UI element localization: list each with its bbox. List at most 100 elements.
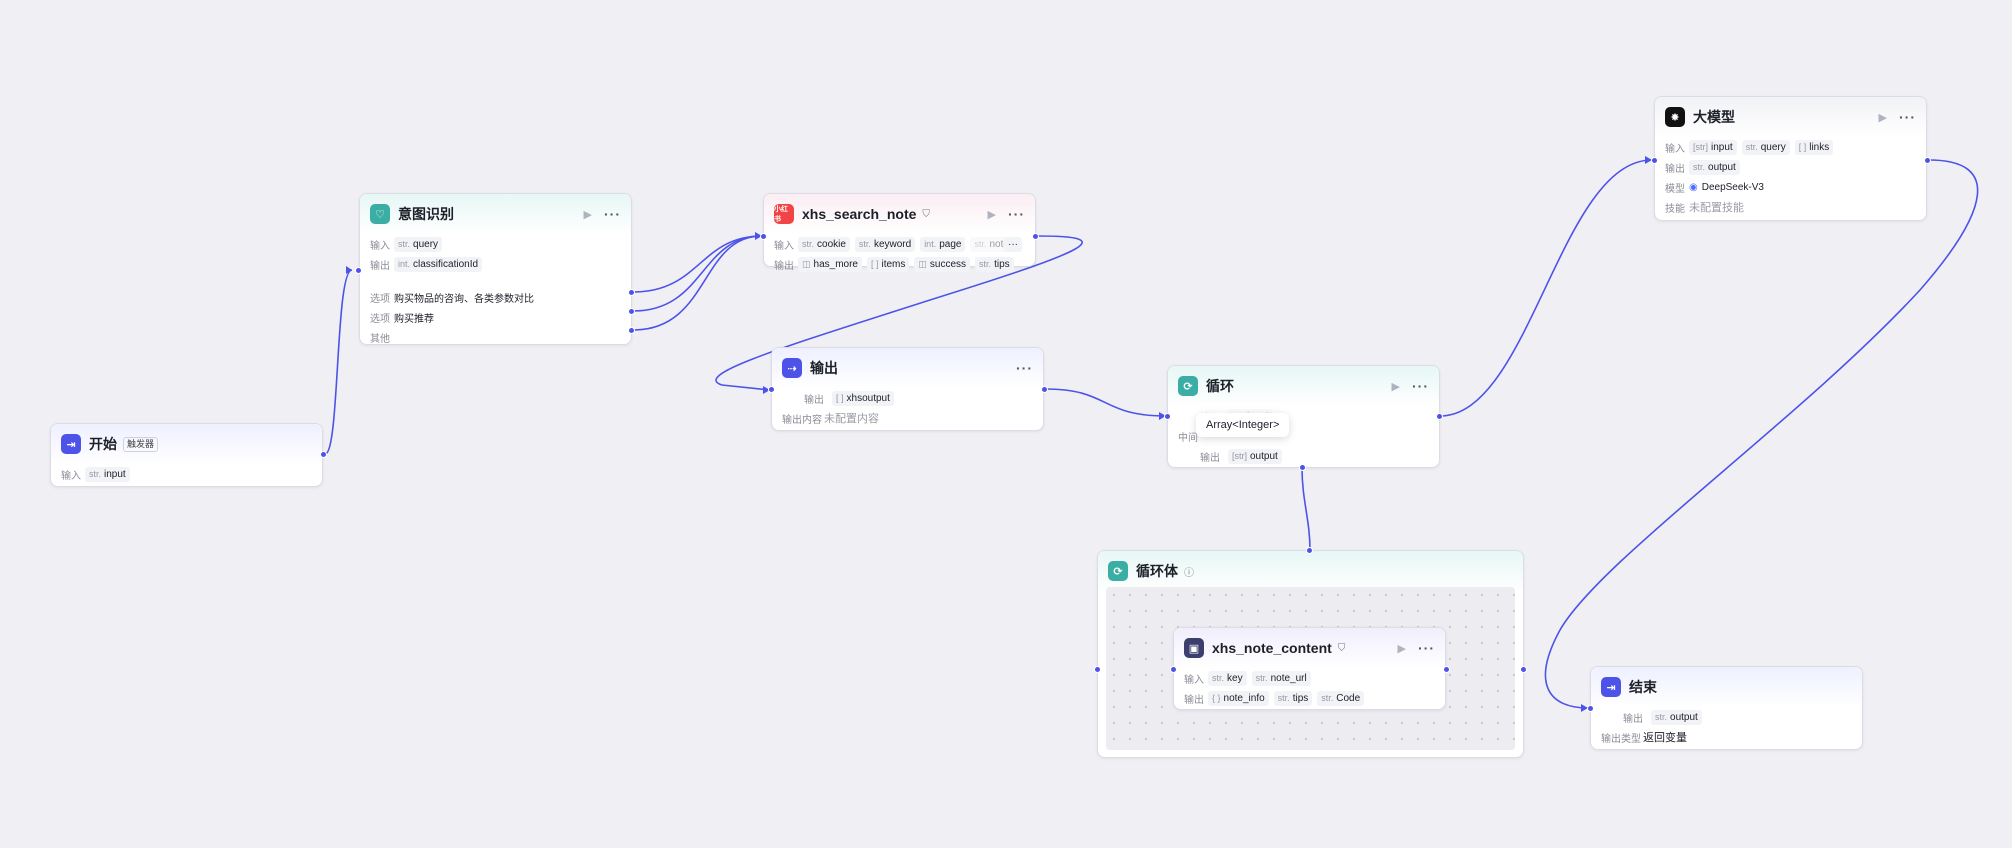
note-content-node[interactable]: ▣ xhs_note_content ⛉ ▶ ··· 输入 str.key st…	[1173, 627, 1446, 710]
variable-tag: str.output	[1651, 709, 1702, 725]
intent-input-port[interactable]	[355, 267, 362, 274]
intent-option1-port[interactable]	[628, 289, 635, 296]
output-row: 输出 [str]output	[1168, 446, 1439, 466]
input-row: 输入 [str]input str.query [ ]links	[1655, 137, 1926, 157]
more-icon[interactable]: ···	[1412, 378, 1429, 394]
llm-node[interactable]: ✸ 大模型 ▶ ··· 输入 [str]input str.query [ ]l…	[1654, 96, 1927, 221]
variable-tag: str.tips	[975, 256, 1014, 272]
output-row: 输出 int.classificationId	[360, 254, 631, 274]
start-icon: ⇥	[61, 434, 81, 454]
output-input-port[interactable]	[768, 386, 775, 393]
variable-tag: str.Code	[1317, 690, 1365, 706]
output-output-port[interactable]	[1041, 386, 1048, 393]
loop-output-port[interactable]	[1436, 413, 1443, 420]
edge-llm-end	[1544, 159, 1979, 709]
variable-tag: str.key	[1208, 670, 1247, 686]
edge-start-intent	[324, 269, 353, 455]
variable-tag: [str]output	[1228, 448, 1282, 464]
search-output-port[interactable]	[1032, 233, 1039, 240]
variable-tag: str.cookie	[798, 236, 850, 252]
intent-option2-port[interactable]	[628, 308, 635, 315]
llm-output-port[interactable]	[1924, 157, 1931, 164]
output-icon: ⇢	[782, 358, 802, 378]
content-row: 输出内容 未配置内容	[782, 413, 879, 426]
more-inputs-button[interactable]: ···	[1004, 236, 1022, 252]
note-content-input-port[interactable]	[1170, 666, 1177, 673]
play-icon[interactable]: ▶	[987, 208, 996, 221]
variable-tag: [ ]xhsoutput	[832, 390, 894, 406]
xiaohongshu-icon: 小红书	[774, 204, 794, 224]
model-row: 模型 ◉ DeepSeek-V3	[1665, 181, 1764, 195]
trigger-badge: 触发器	[123, 436, 159, 452]
variable-tag: ◫has_more	[798, 256, 862, 272]
node-title: 意图识别	[398, 206, 454, 222]
loop-body-top-port[interactable]	[1306, 547, 1313, 554]
loop-input-port[interactable]	[1164, 413, 1171, 420]
output-node[interactable]: ⇢ 输出 ··· 输出 [ ]xhsoutput 输出内容 未配置内容	[771, 347, 1044, 431]
llm-input-port[interactable]	[1651, 157, 1658, 164]
variable-tag: str.keyword	[854, 236, 916, 252]
option-row: 选项 购买推荐	[370, 313, 434, 325]
variable-tag: int.page	[920, 236, 966, 252]
node-title: 循环	[1206, 378, 1234, 394]
more-icon[interactable]: ···	[1899, 109, 1916, 125]
end-input-port[interactable]	[1587, 705, 1594, 712]
edge-intent-option2-search	[632, 235, 763, 312]
more-icon[interactable]: ···	[604, 206, 621, 222]
node-title: 输出	[810, 360, 838, 376]
mid-row: 中间	[1178, 432, 1198, 444]
output-row: 输出 str.output	[1591, 707, 1862, 727]
edge-loop-body	[1301, 467, 1311, 551]
search-note-node[interactable]: 小红书 xhs_search_note ⛉ ▶ ··· 输入 str.cooki…	[763, 193, 1036, 272]
loop-body-icon: ⟳	[1108, 561, 1128, 581]
node-title: xhs_search_note	[802, 206, 917, 222]
deepseek-icon: ◉	[1689, 181, 1698, 193]
node-title: 结束	[1629, 679, 1657, 695]
end-node[interactable]: ⇥ 结束 输出 str.output 输出类型 返回变量	[1590, 666, 1863, 750]
input-row: 输入 str.key str.note_url	[1174, 668, 1445, 688]
end-icon: ⇥	[1601, 677, 1621, 697]
edge-output-loop	[1044, 388, 1167, 417]
variable-tag: str.input	[85, 466, 130, 482]
option-row: 选项 购买物品的咨询、各类参数对比	[370, 293, 534, 305]
other-row: 其他	[370, 333, 390, 345]
verified-icon: ⛉	[1337, 642, 1346, 654]
variable-tag: { }note_info	[1208, 690, 1269, 706]
loop-body-left-port[interactable]	[1094, 666, 1101, 673]
type-row: 输出类型 返回变量	[1601, 732, 1687, 745]
search-input-port[interactable]	[760, 233, 767, 240]
node-title: 大模型	[1693, 109, 1735, 125]
info-icon[interactable]: ⓘ	[1184, 567, 1194, 579]
output-row: 输出 str.output	[1655, 157, 1926, 177]
variable-tag: str.output	[1689, 159, 1740, 175]
loop-body-port[interactable]	[1299, 464, 1306, 471]
note-content-output-port[interactable]	[1443, 666, 1450, 673]
start-node[interactable]: ⇥ 开始 触发器 输入 str.input	[50, 423, 323, 487]
intent-other-port[interactable]	[628, 327, 635, 334]
variable-tag: str.note_url	[1251, 670, 1311, 686]
loop-body-right-port[interactable]	[1520, 666, 1527, 673]
variable-tag: ◫success	[914, 256, 971, 272]
edge-loop-llm	[1439, 159, 1653, 417]
type-tooltip: Array<Integer>	[1196, 413, 1290, 437]
output-row: 输出 { }note_info str.tips str.Code	[1174, 688, 1445, 708]
more-icon[interactable]: ···	[1016, 360, 1033, 376]
variable-tag: str.query	[394, 236, 443, 252]
loop-icon: ⟳	[1178, 376, 1198, 396]
variable-tag: [ ]items	[866, 256, 910, 272]
output-row: 输出 [ ]xhsoutput	[772, 388, 1043, 408]
more-icon[interactable]: ···	[1008, 206, 1025, 222]
intent-node[interactable]: ♡ 意图识别 ▶ ··· 输入 str.query 输出 int.classif…	[359, 193, 632, 345]
start-output-port[interactable]	[320, 451, 327, 458]
play-icon[interactable]: ▶	[1397, 642, 1406, 655]
play-icon[interactable]: ▶	[1391, 380, 1400, 393]
skill-row: 技能 未配置技能	[1665, 202, 1744, 215]
more-icon[interactable]: ···	[1418, 640, 1435, 656]
play-icon[interactable]: ▶	[1878, 111, 1887, 124]
variable-tag: int.classificationId	[394, 256, 483, 272]
input-row: 输入 str.query	[360, 234, 631, 254]
variable-tag: [ ]links	[1794, 139, 1834, 155]
output-row: 输出 ◫has_more [ ]items ◫success str.tips	[764, 254, 1035, 274]
play-icon[interactable]: ▶	[583, 208, 592, 221]
node-title: 循环体	[1136, 563, 1178, 579]
